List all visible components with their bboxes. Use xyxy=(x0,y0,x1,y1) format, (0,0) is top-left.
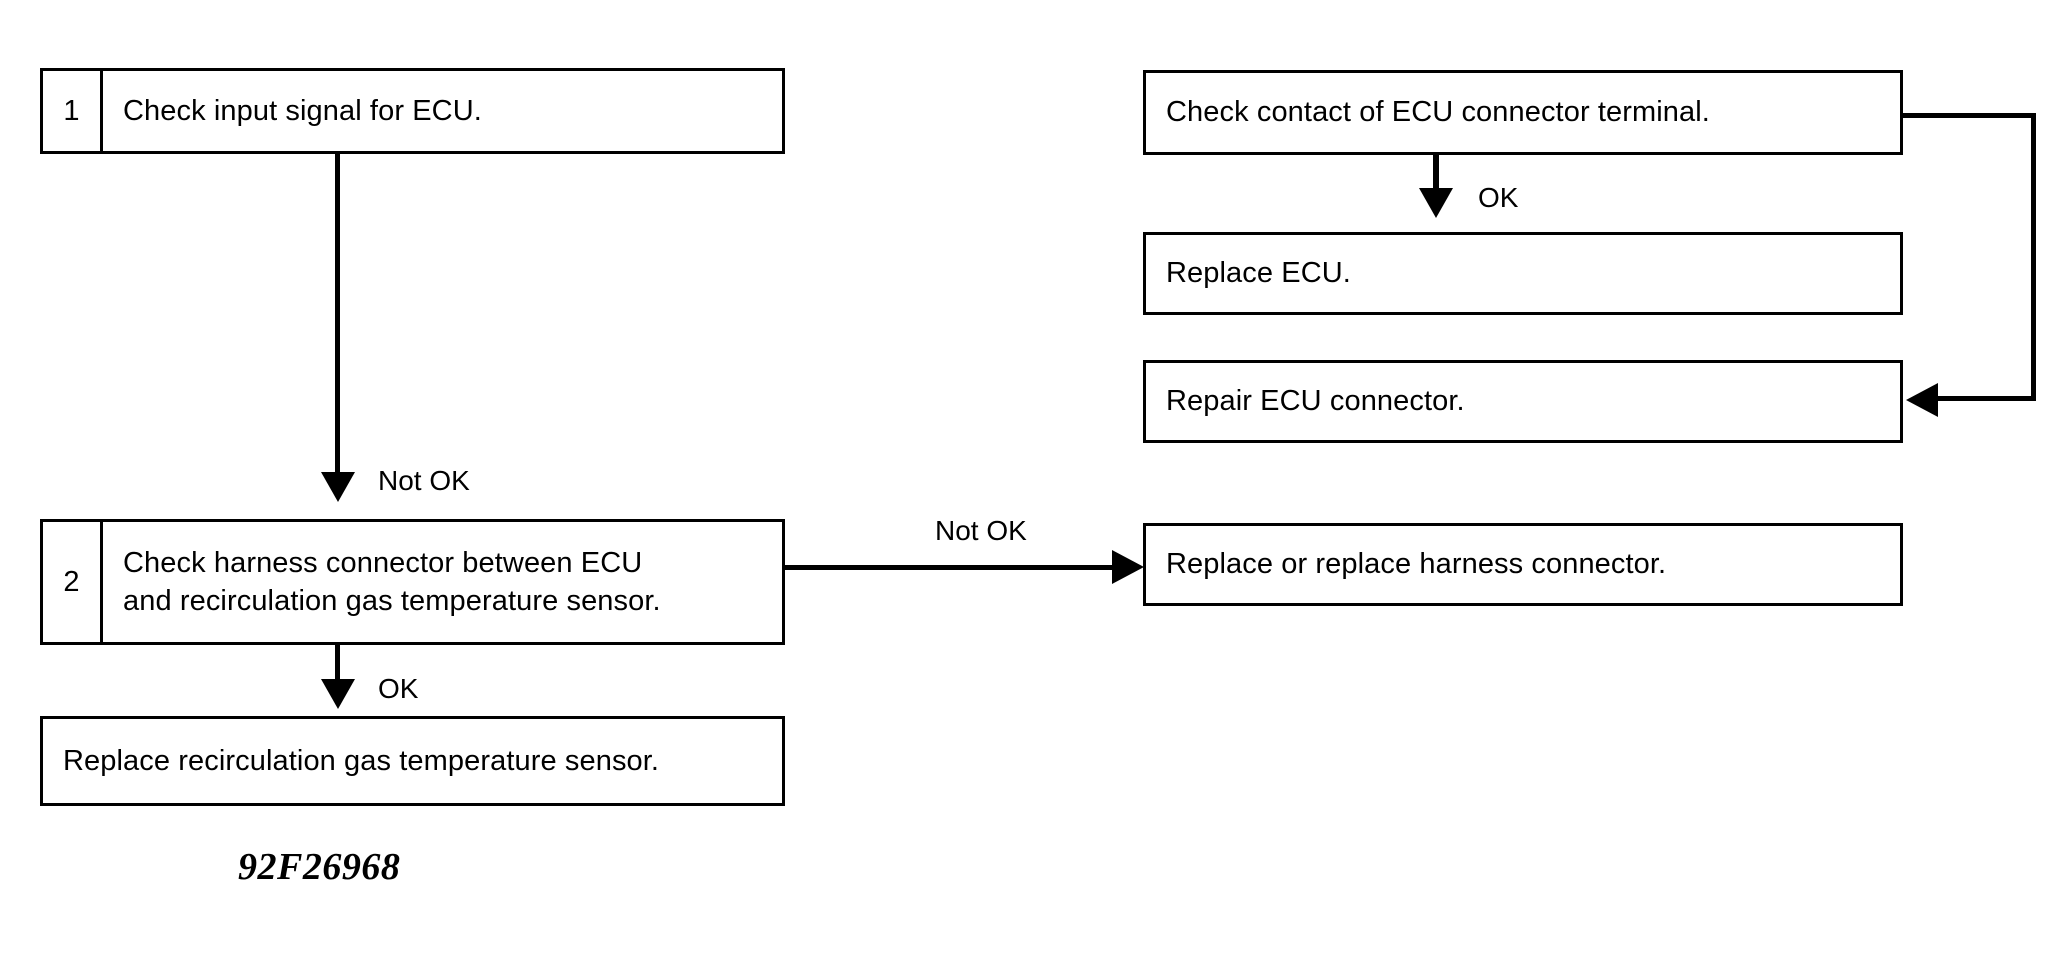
check-contact-text: Check contact of ECU connector terminal. xyxy=(1166,96,1710,129)
repair-ecu-connector-text: Repair ECU connector. xyxy=(1166,385,1465,418)
replace-harness-text: Replace or replace harness connector. xyxy=(1166,548,1667,581)
edge-step2-harness-arrowhead xyxy=(1112,550,1144,584)
node-replace-sensor[interactable]: Replace recirculation gas temperature se… xyxy=(40,716,785,806)
step-2-text: Check harness connector between ECU and … xyxy=(123,546,661,617)
edge-label-contact-ecu: OK xyxy=(1478,182,1519,213)
edge-contact-ecu-line xyxy=(1433,155,1439,195)
figure-caption: 92F26968 xyxy=(238,846,401,888)
edge-label-step2-harness: Not OK xyxy=(935,515,1027,546)
edge-label-step1-step2: Not OK xyxy=(378,465,470,496)
edge-step2-harness-line xyxy=(785,565,1115,570)
node-step-2[interactable]: 2 Check harness connector between ECU an… xyxy=(40,519,785,645)
node-step-1[interactable]: 1 Check input signal for ECU. xyxy=(40,68,785,154)
replace-sensor-text: Replace recirculation gas temperature se… xyxy=(63,744,660,777)
node-replace-harness[interactable]: Replace or replace harness connector. xyxy=(1143,523,1903,606)
edge-contact-ecu-arrowhead xyxy=(1419,188,1453,218)
edge-contact-repair-vertical-segment xyxy=(2031,113,2036,401)
step-1-number: 1 xyxy=(43,71,103,151)
step-2-number: 2 xyxy=(43,522,103,642)
replace-ecu-text: Replace ECU. xyxy=(1166,257,1351,290)
edge-step1-step2-line xyxy=(335,154,340,479)
edge-contact-repair-top-segment xyxy=(1903,113,2036,118)
edge-label-step2-sensor: OK xyxy=(378,673,419,704)
node-repair-ecu-connector[interactable]: Repair ECU connector. xyxy=(1143,360,1903,443)
edge-step2-sensor-arrowhead xyxy=(321,679,355,709)
node-replace-ecu[interactable]: Replace ECU. xyxy=(1143,232,1903,315)
edge-step1-step2-arrowhead xyxy=(321,472,355,502)
node-check-contact[interactable]: Check contact of ECU connector terminal. xyxy=(1143,70,1903,155)
edge-contact-repair-arrowhead xyxy=(1906,383,1938,417)
edge-step2-sensor-line xyxy=(335,645,340,687)
step-1-text: Check input signal for ECU. xyxy=(123,94,482,127)
edge-contact-repair-bottom-segment xyxy=(1938,396,2033,401)
